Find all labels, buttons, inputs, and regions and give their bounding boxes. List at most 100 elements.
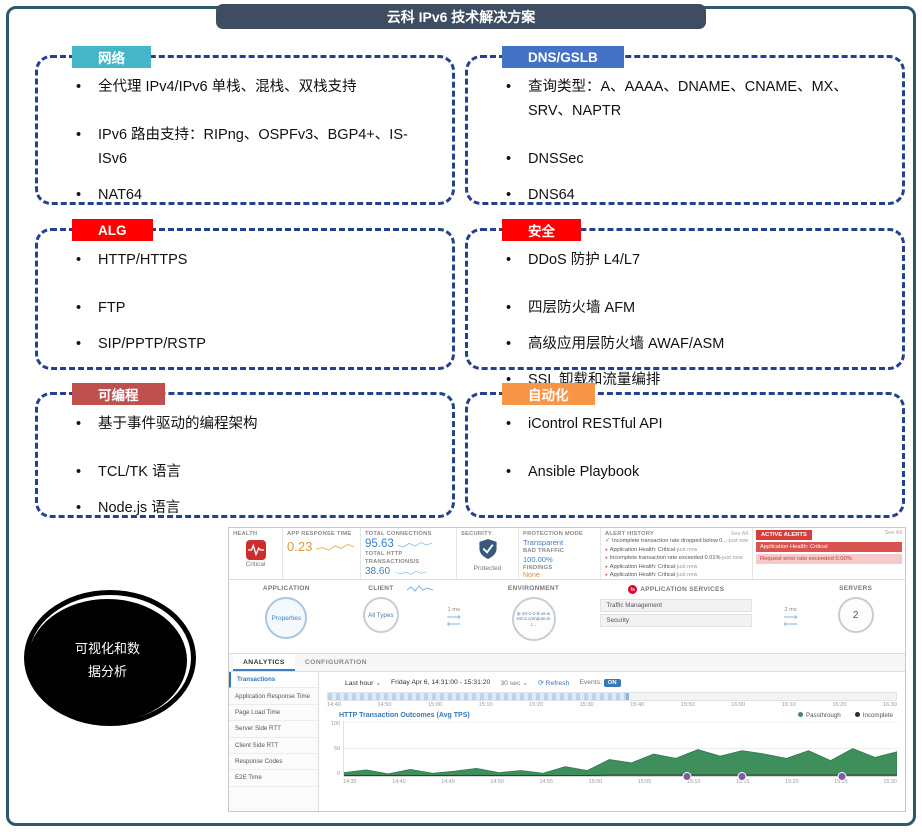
feature-label-security: 安全 <box>502 219 581 241</box>
sidebar-item[interactable]: Server Side RTT <box>229 721 318 738</box>
event-marker[interactable] <box>682 772 692 781</box>
alert-dot-icon <box>605 546 608 555</box>
application-service-item[interactable]: Traffic Management <box>600 599 753 612</box>
x-axis-tick: 14:40 <box>392 779 406 785</box>
transactions-label: TOTAL HTTP TRANSACTIONS/S <box>365 551 420 566</box>
x-axis-tick: 15:15 <box>736 779 750 785</box>
alert-history-see-all[interactable]: See All <box>730 531 748 538</box>
feature-box-dns-gslb: DNS/GSLB 查询类型：A、AAAA、DNAME、CNAME、MX、SRV、… <box>465 46 905 208</box>
feature-bullet: TCL/TK 语言 <box>76 461 428 485</box>
feature-bullet: SIP/PPTP/RSTP <box>76 333 428 357</box>
range-select[interactable]: Last hour ⌄ <box>345 679 381 687</box>
sidebar-item[interactable]: Page Load Time <box>229 705 318 722</box>
y-axis-tick: 0 <box>337 771 340 777</box>
sidebar-item[interactable]: Application Response Time <box>229 688 318 705</box>
servers-node[interactable]: 2 <box>837 597 874 633</box>
feature-bullet: HTTP/HTTPS <box>76 249 428 273</box>
slide-title: 云科 IPv6 技术解决方案 <box>386 8 536 25</box>
sidebar-item[interactable]: Client Side RTT <box>229 738 318 754</box>
chart-legend: Passthrough Incomplete <box>797 712 893 719</box>
y-axis-tick: 100 <box>331 721 340 727</box>
alert-history-item: Incomplete transaction rate exceeded 0.0… <box>605 554 748 563</box>
x-axis-tick: 15:20 <box>785 779 799 785</box>
active-alerts-see-all[interactable]: See All <box>884 530 902 536</box>
incomplete-dot-icon <box>854 712 860 717</box>
connections-value: 95.63 <box>365 538 394 551</box>
feature-label-programmability: 可编程 <box>72 383 165 405</box>
feature-bullet: DDoS 防护 L4/L7 <box>506 249 878 273</box>
event-marker[interactable] <box>737 772 747 781</box>
alert-history-item: Application Health: Critical-just now <box>605 546 748 555</box>
x-axis-tick: 15:10 <box>686 779 701 785</box>
arrow-left-icon: ⟵ <box>783 619 798 630</box>
application-service-item[interactable]: Security <box>600 614 753 627</box>
passthrough-dot-icon <box>797 712 803 717</box>
event-marker[interactable] <box>837 772 847 781</box>
client-environment-link: 1 ms ⟶ ⟵ <box>428 607 479 653</box>
security-shield-icon <box>461 539 514 564</box>
kpi-protection: PROTECTION MODE Transparent BAD TRAFFIC … <box>519 528 601 579</box>
chevron-down-icon: ⌄ <box>375 679 381 687</box>
feature-box-network: 网络 全代理 IPv4/IPv6 单栈、混栈、双栈支持IPv6 路由支持：RIP… <box>35 46 455 208</box>
application-properties-node[interactable]: Properties <box>265 597 308 639</box>
feature-bullet: NAT64 <box>76 184 428 208</box>
security-label: SECURITY <box>461 531 492 537</box>
client-node[interactable]: All Types <box>362 597 399 633</box>
kpi-app-response: APP RESPONSE TIME 0.23 <box>283 528 361 579</box>
sidebar-item[interactable]: Transactions <box>229 672 318 689</box>
environment-node[interactable]: ip-10-1-1-8.us-west-2.compute.int... <box>511 597 556 641</box>
annotation-ring <box>24 590 196 726</box>
arrow-right-icon: ⟶ <box>446 612 461 623</box>
protection-mode-label: PROTECTION MODE <box>523 531 584 537</box>
timeline-tick-label: 15:10 <box>478 702 493 708</box>
timeline-tick-label: 15:20 <box>529 702 544 708</box>
topology-strip: APPLICATION Properties CLIENT All Types … <box>229 580 905 654</box>
application-services-label: APPLICATION SERVICES <box>640 586 725 593</box>
alert-dot-icon <box>605 571 608 579</box>
date-range: Friday Apr 6, 14:31:00 - 15:31:20 <box>390 679 491 686</box>
alert-history-item: Incomplete transaction rate dropped belo… <box>605 538 748 546</box>
sidebar-item[interactable]: Response Codes <box>229 754 318 771</box>
check-icon <box>605 538 610 546</box>
timeline-tick-label: 15:30 <box>579 702 594 708</box>
refresh-button[interactable]: ⟳ Refresh <box>537 679 570 687</box>
interval-select[interactable]: 30 sec ⌄ <box>500 679 528 687</box>
feature-bullet: IPv6 路由支持：RIPng、OSPFv3、BGP4+、IS-ISv6 <box>76 124 428 172</box>
bad-traffic-label: BAD TRAFFIC <box>523 548 565 555</box>
x-axis-tick: 15:00 <box>588 779 603 785</box>
annotation-line2: 据分析 <box>87 663 127 679</box>
x-axis-tick: 14:50 <box>490 779 504 785</box>
servers-count: 2 <box>852 609 859 621</box>
feature-bullet: Ansible Playbook <box>506 461 878 485</box>
feature-box-programmability: 可编程 基于事件驱动的编程架构TCL/TK 语言Node.js 语言 <box>35 383 455 521</box>
sidebar-item[interactable]: E2E Time <box>229 770 318 787</box>
timeline-track[interactable] <box>327 692 897 701</box>
feature-label-alg-text: ALG <box>98 222 127 238</box>
analytics-content: Last hour ⌄ Friday Apr 6, 14:31:00 - 15:… <box>319 672 905 811</box>
client-traffic-sparkline <box>407 585 433 592</box>
x-axis-tick: 15:30 <box>883 779 897 785</box>
annotation-line1: 可视化和数 <box>74 641 140 657</box>
tab-configuration[interactable]: CONFIGURATION <box>304 659 367 666</box>
events-toggle[interactable]: Events: ON <box>579 679 621 687</box>
refresh-icon: ⟳ <box>537 679 544 687</box>
feature-bullets-network: 全代理 IPv4/IPv6 单栈、混栈、双栈支持IPv6 路由支持：RIPng、… <box>38 58 452 208</box>
timeline-tick-label: 16:10 <box>781 702 796 708</box>
events-on-pill: ON <box>603 679 621 687</box>
analytics-dashboard: HEALTH Critical APP RESPONSE TIME 0.23 T… <box>228 527 906 812</box>
timeline-tick-label: 15:50 <box>680 702 695 708</box>
timeline-tick-label: 16:30 <box>882 702 897 708</box>
feature-bullet: DNSSec <box>506 148 878 172</box>
feature-box-alg: ALG HTTP/HTTPSFTPSIP/PPTP/RSTP <box>35 219 455 370</box>
feature-bullet: 查询类型：A、AAAA、DNAME、CNAME、MX、SRV、NAPTR <box>506 76 878 124</box>
feature-bullets-alg: HTTP/HTTPSFTPSIP/PPTP/RSTP <box>38 231 452 357</box>
x-axis-tick: 15:25 <box>834 779 848 785</box>
f5-ball-icon: f5 <box>628 585 638 594</box>
timeline-tick-label: 15:40 <box>630 702 645 708</box>
timeline-selection[interactable] <box>328 693 630 700</box>
tab-analytics[interactable]: ANALYTICS <box>233 654 295 671</box>
